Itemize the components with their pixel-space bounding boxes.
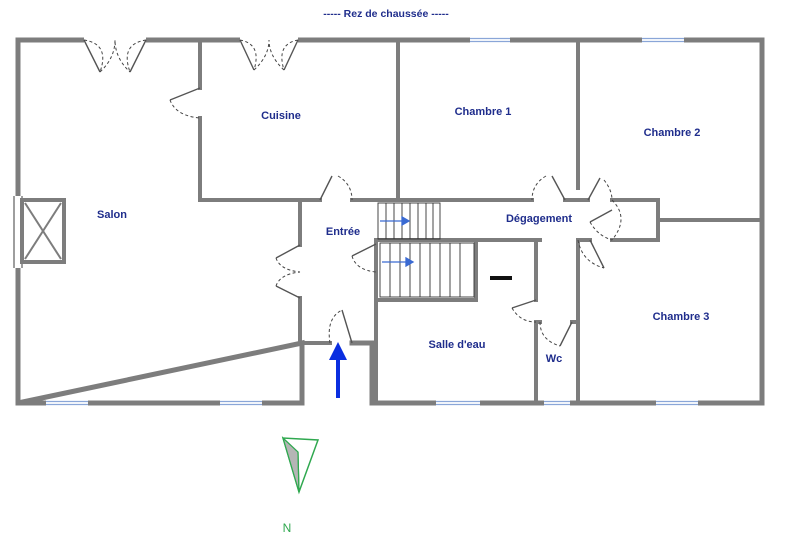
room-label-salon: Salon [97,209,127,221]
room-label-entree: Entrée [326,226,360,238]
windows [46,37,698,406]
window-bottom-salle-eau [436,400,480,406]
room-label-chambre3: Chambre 3 [653,311,710,323]
window-bottom-salon-1 [46,400,88,406]
room-label-cuisine: Cuisine [261,110,301,122]
compass-icon [281,436,320,495]
window-top-chambre2 [642,37,684,43]
window-bottom-salon-2 [220,400,262,406]
interior-walls [198,38,764,405]
room-label-chambre1: Chambre 1 [455,106,512,118]
chimney-symbol [13,196,66,268]
room-label-wc: Wc [546,353,563,365]
window-bottom-chambre3 [656,400,698,406]
room-label-degagement: Dégagement [506,213,572,225]
staircase-lower [379,242,475,298]
window-bottom-wc [544,400,570,406]
doors [83,36,622,347]
window-top-chambre1 [470,37,510,43]
compass-north-label: N [283,521,292,535]
room-label-salle-eau: Salle d'eau [428,339,485,351]
room-label-chambre2: Chambre 2 [644,127,701,139]
staircase-upper [377,202,441,240]
plan-title: ----- Rez de chaussée ----- [323,8,449,20]
entrance-arrow [329,342,347,398]
